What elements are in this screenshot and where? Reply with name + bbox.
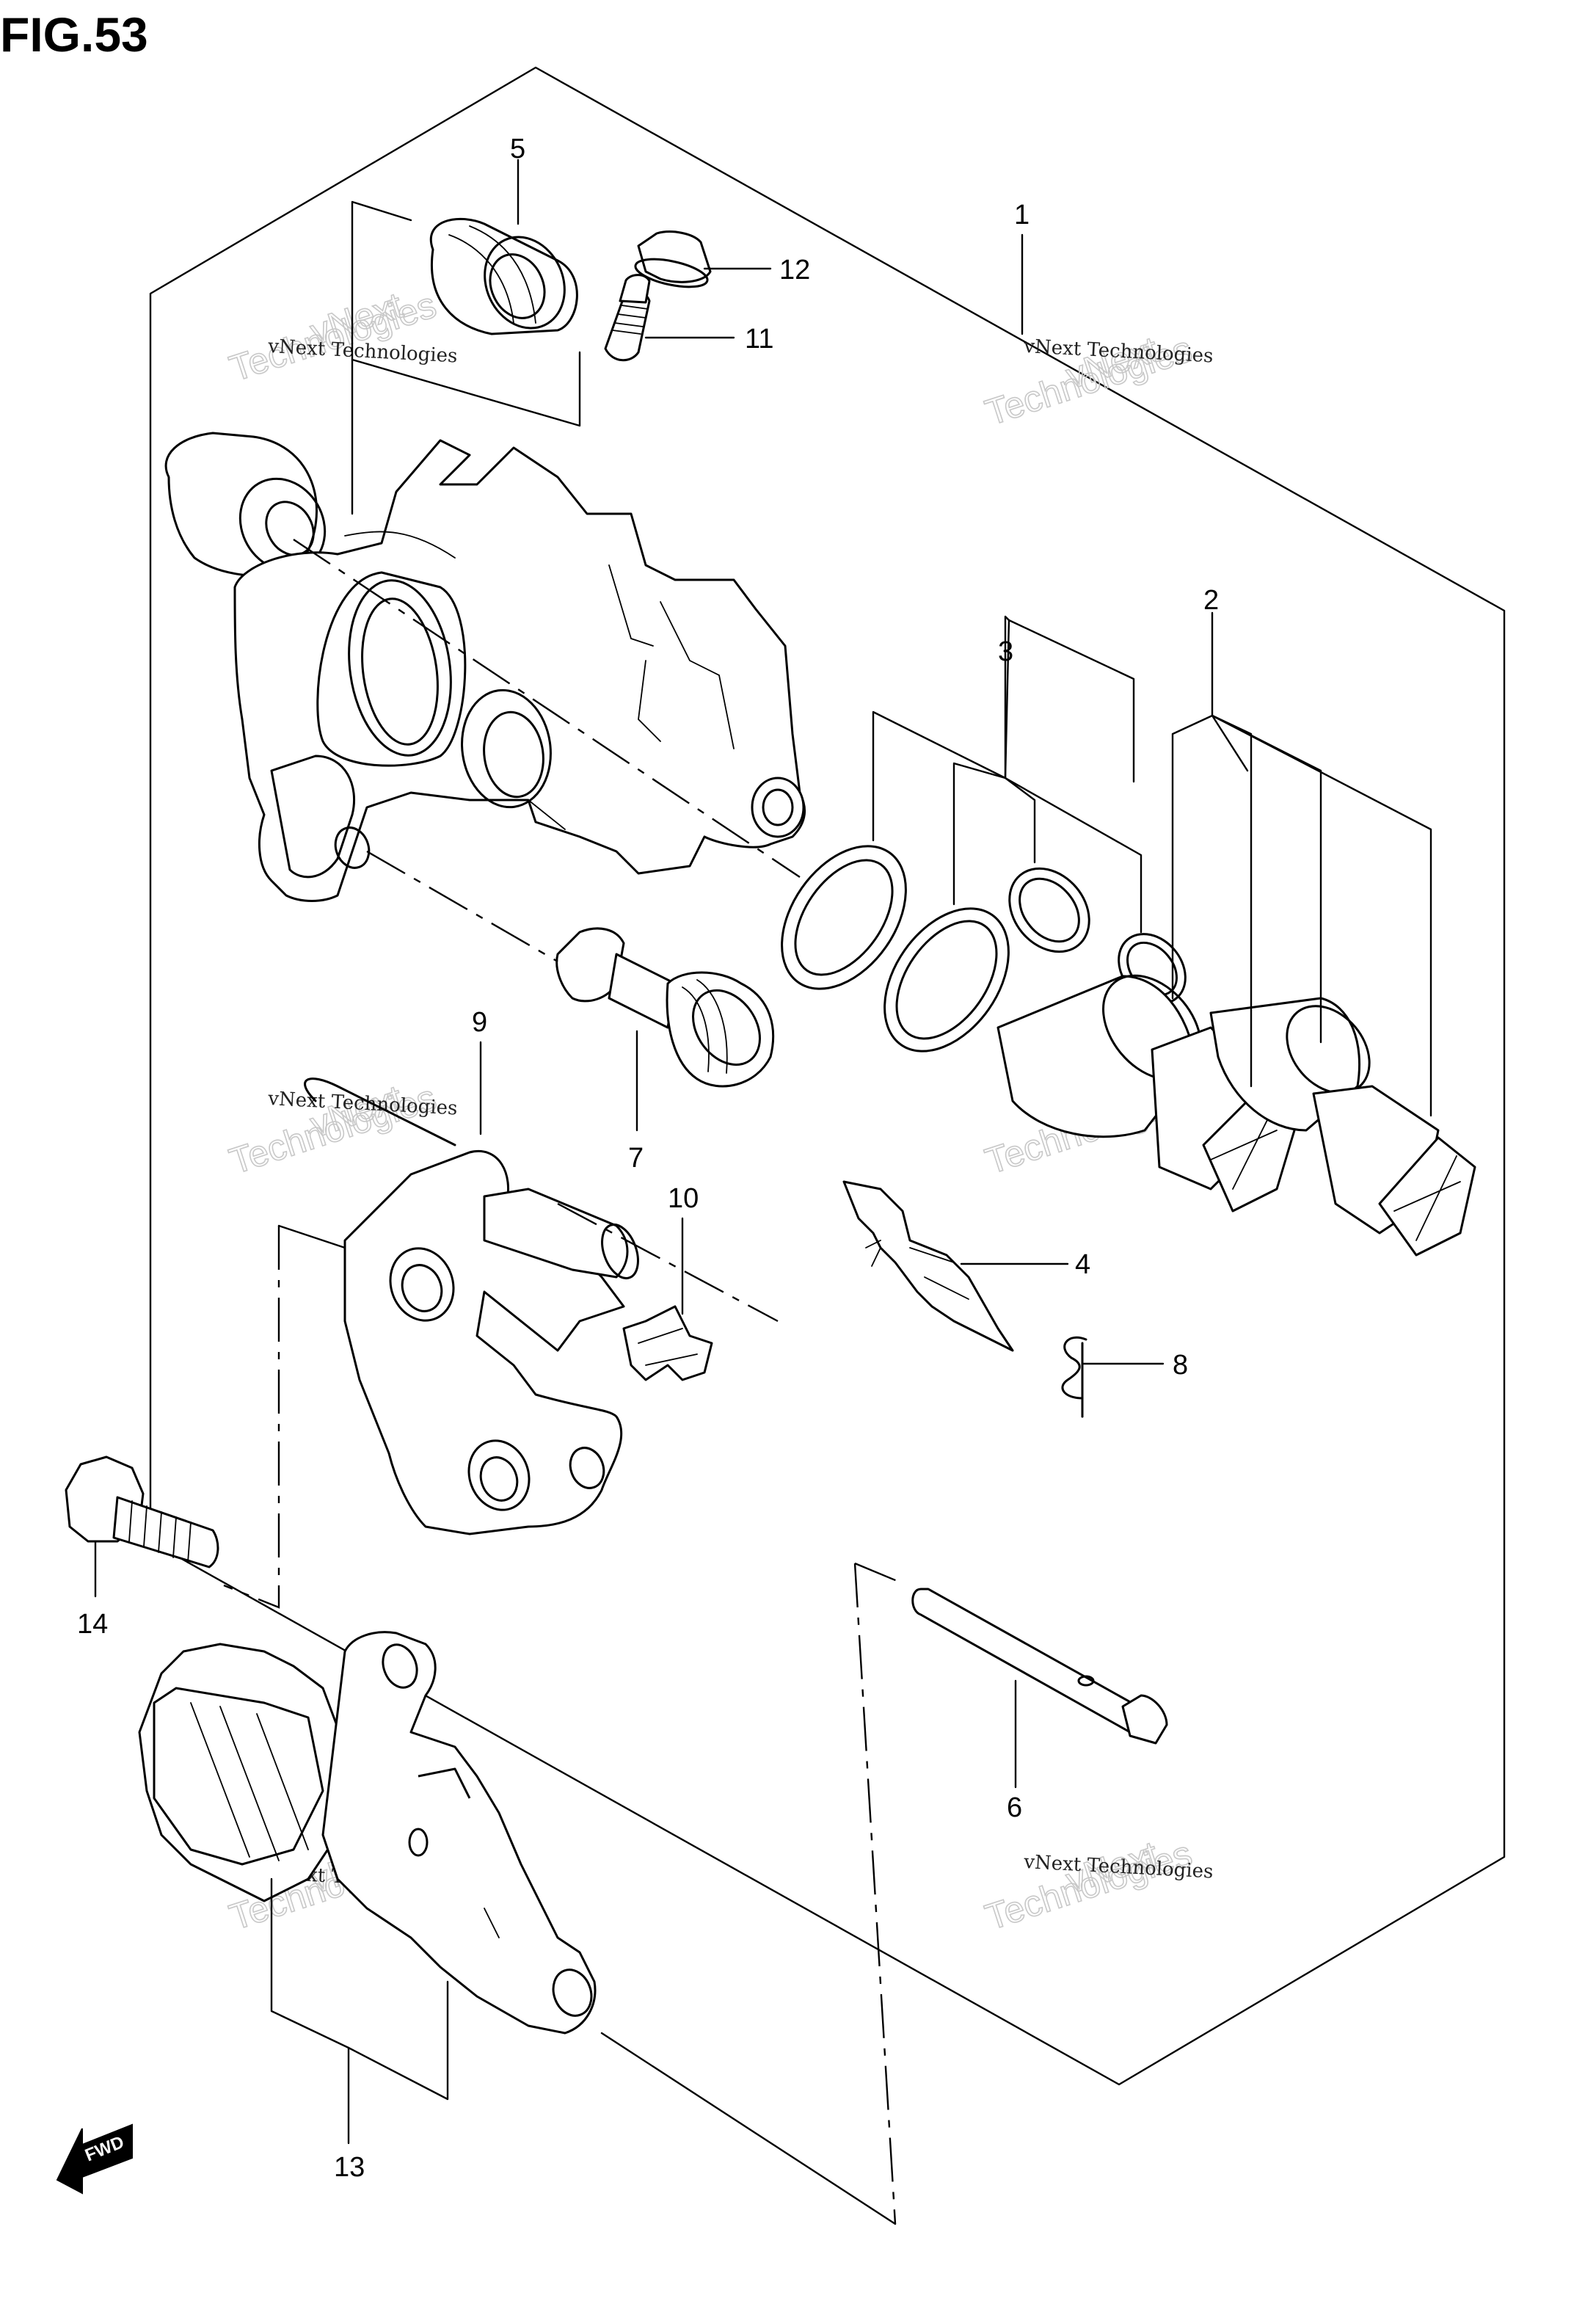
- callout-1: 1: [1014, 200, 1030, 230]
- pad-pin-part-6: [911, 1588, 1168, 1745]
- piston-seal-part-3a: [781, 845, 907, 990]
- callout-8: 8: [1173, 1350, 1188, 1381]
- callout-12: 12: [779, 255, 810, 286]
- fwd-arrow-icon: FWD: [56, 2123, 133, 2195]
- callout-11: 11: [745, 324, 773, 355]
- pin-clip-part-8: [1061, 1336, 1087, 1418]
- callout-10: 10: [668, 1183, 699, 1214]
- bracket-part-9: [304, 1077, 639, 1535]
- callout-2: 2: [1203, 585, 1219, 616]
- callout-3: 3: [998, 636, 1013, 667]
- bleeder-cap-part-12: [634, 230, 712, 288]
- callout-9: 9: [472, 1007, 487, 1038]
- callout-13: 13: [334, 2152, 365, 2183]
- watermark-top-right: Technologies vNext vNext Technologies: [980, 327, 1214, 434]
- figure-title: FIG.53: [0, 7, 148, 62]
- callout-5: 5: [510, 134, 525, 164]
- brake-pad-part-13: [138, 1631, 597, 2035]
- piston-seal-part-3b: [883, 907, 1010, 1053]
- callout-labels: 1 2 3 4 5 6 7 8 9 10 11 12 13 14: [77, 134, 1219, 2183]
- callout-7: 7: [628, 1143, 644, 1174]
- clip-part-10: [622, 1305, 713, 1381]
- piston-part-2b: [1209, 997, 1476, 1257]
- leader-lines: [94, 159, 1432, 2225]
- slide-pin-part-7: [555, 927, 775, 1088]
- pad-spring-part-4: [842, 1180, 1014, 1352]
- piston-seal-part-3c: [1008, 867, 1090, 953]
- bleeder-valve-part-11: [604, 274, 651, 362]
- mounting-bolt-part-14: [65, 1455, 219, 1568]
- callout-4: 4: [1075, 1249, 1090, 1280]
- watermark-bottom-right: Technologies vNext vNext Technologies: [980, 1832, 1214, 1938]
- boot-part-5: [430, 218, 578, 335]
- callout-14: 14: [77, 1609, 108, 1640]
- watermark-top-left: Technologies vNext vNext Technologies: [224, 283, 458, 390]
- callout-6: 6: [1007, 1792, 1022, 1823]
